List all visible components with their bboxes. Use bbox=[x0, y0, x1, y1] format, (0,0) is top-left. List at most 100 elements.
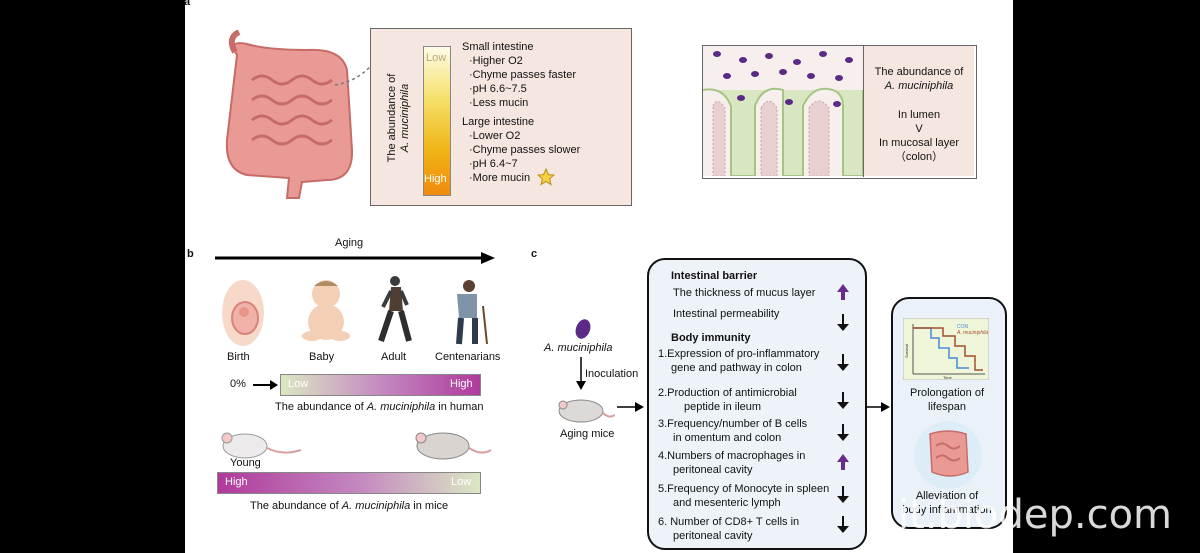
arrow-down-icon bbox=[837, 486, 849, 503]
mice-caption-part: The abundance of bbox=[250, 500, 342, 512]
gradient-axis-line1: The abundance of bbox=[386, 73, 398, 163]
effect-text: 4.Numbers of macrophages in bbox=[658, 450, 806, 462]
effect-text: The thickness of mucus layer bbox=[673, 287, 816, 299]
mice-caption-part: in mice bbox=[410, 500, 449, 512]
gradient-axis-label: The abundance of A. muciniphila bbox=[386, 48, 412, 188]
effect-text: Intestinal permeability bbox=[673, 308, 780, 320]
mucosa-text: In lumen bbox=[897, 109, 941, 121]
aging-mouse-icon bbox=[558, 399, 615, 423]
human-caption-part: The abundance of bbox=[275, 401, 367, 413]
mucosa-text: A. muciniphila bbox=[884, 80, 954, 92]
chart-ylabel: Survival bbox=[904, 344, 909, 358]
pregnant-figure-icon bbox=[222, 280, 264, 346]
large-item: ·More mucin bbox=[469, 172, 531, 184]
adult-walking-icon bbox=[378, 276, 412, 342]
effect-text: peritoneal cavity bbox=[673, 530, 753, 542]
large-item: ·Chyme passes slower bbox=[469, 144, 581, 156]
mice-caption-species: A. muciniphila bbox=[341, 500, 411, 512]
human-caption: The abundance of A. muciniphila in human bbox=[275, 401, 484, 414]
stage-label: Baby bbox=[309, 351, 335, 363]
human-high: High bbox=[450, 378, 473, 390]
abundance-gradient-bar bbox=[423, 46, 451, 196]
mucosa-text-bg bbox=[864, 46, 974, 176]
mucosa-text: The abundance of bbox=[874, 66, 964, 78]
zero-arrow bbox=[253, 380, 278, 390]
large-intestine-title: Large intestine bbox=[462, 116, 535, 128]
survival-chart: CON A. muciniphila Time Survival bbox=[903, 318, 989, 380]
human-low: Low bbox=[288, 378, 309, 390]
outcome-text: Prolongation of bbox=[910, 387, 984, 399]
villi-illustration bbox=[703, 46, 863, 176]
to-outcomes-arrow bbox=[865, 402, 890, 412]
outcome-text: body inflammation bbox=[902, 504, 992, 516]
chart-xlabel: Time bbox=[943, 375, 953, 380]
mucosa-divider bbox=[863, 45, 864, 177]
large-item: ·pH 6.4~7 bbox=[469, 158, 518, 170]
aged-mouse-icon bbox=[415, 432, 492, 460]
aging-mice-label: Aging mice bbox=[560, 428, 615, 440]
chart-legend-akk: A. muciniphila bbox=[956, 330, 988, 336]
outcome-text: lifespan bbox=[928, 401, 966, 413]
mice-abundance-bar bbox=[217, 472, 481, 494]
effect-text: 1.Expression of pro-inflammatory bbox=[658, 348, 820, 360]
akk-label: A. muciniphila bbox=[544, 342, 613, 354]
arrow-down-icon bbox=[837, 314, 849, 331]
gut-inflammation-icon bbox=[914, 421, 982, 489]
figure-canvas: a The abundance of A. muciniphila Low Hi… bbox=[185, 0, 1013, 553]
effect-text: 2.Production of antimicrobial bbox=[658, 387, 797, 399]
panel-label-a: a bbox=[185, 0, 191, 8]
zero-percent: 0% bbox=[230, 378, 246, 390]
human-caption-part: in human bbox=[435, 401, 484, 413]
gradient-high: High bbox=[424, 173, 447, 185]
small-intestine-title: Small intestine bbox=[462, 41, 534, 53]
gradient-axis-line2: A. muciniphila bbox=[399, 83, 411, 153]
stage-label: Centenarians bbox=[435, 351, 501, 363]
small-item: ·Less mucin bbox=[469, 97, 529, 109]
human-caption-species: A. muciniphila bbox=[366, 401, 436, 413]
arrow-up-icon bbox=[837, 454, 849, 470]
stage-label: Birth bbox=[227, 351, 250, 363]
effect-text: 5.Frequency of Monocyte in spleen bbox=[658, 483, 830, 495]
arrow-down-icon bbox=[837, 424, 849, 441]
connector-dash bbox=[335, 65, 372, 86]
gradient-low: Low bbox=[426, 52, 447, 64]
young-label: Young bbox=[230, 457, 261, 469]
mice-high: High bbox=[225, 476, 248, 488]
star-icon bbox=[537, 168, 555, 186]
bacterium-icon bbox=[575, 319, 591, 339]
arrow-down-icon bbox=[837, 354, 849, 371]
intestine-icon bbox=[225, 30, 354, 199]
effect-text: 3.Frequency/number of B cells bbox=[658, 418, 808, 430]
inoculation-label: Inoculation bbox=[585, 368, 639, 380]
centenarian-icon bbox=[456, 280, 488, 345]
stage-label: Adult bbox=[381, 351, 407, 363]
effect-text: peritoneal cavity bbox=[673, 464, 753, 476]
effect-text: in omentum and colon bbox=[673, 432, 782, 444]
aging-arrow bbox=[215, 252, 495, 264]
aging-label: Aging bbox=[335, 237, 364, 249]
arrow-down-icon bbox=[837, 392, 849, 409]
conditions-box bbox=[370, 28, 632, 206]
to-effects-arrow bbox=[617, 402, 644, 412]
effect-text: peptide in ileum bbox=[684, 401, 762, 413]
panel-label-c: c bbox=[531, 248, 538, 260]
panel-label-b: b bbox=[187, 248, 194, 260]
young-mouse-icon bbox=[221, 432, 302, 459]
mucosa-text: （colon） bbox=[894, 151, 944, 163]
baby-icon bbox=[302, 280, 350, 341]
large-item: ·Lower O2 bbox=[469, 130, 521, 142]
effects-box bbox=[647, 258, 867, 550]
mucosa-text: In mucosal layer bbox=[878, 137, 960, 149]
watermark-text: it.biodep.com bbox=[898, 492, 1173, 538]
immunity-title: Body immunity bbox=[671, 332, 751, 344]
arrow-up-icon bbox=[837, 284, 849, 300]
effect-text: gene and pathway in colon bbox=[671, 362, 802, 374]
human-abundance-bar bbox=[280, 374, 481, 396]
small-item: ·pH 6.6~7.5 bbox=[469, 83, 527, 95]
mucosa-text: V bbox=[915, 123, 923, 135]
effect-text: 6. Number of CD8+ T cells in bbox=[658, 516, 800, 528]
barrier-title: Intestinal barrier bbox=[671, 270, 758, 282]
mice-caption: The abundance of A. muciniphila in mice bbox=[250, 500, 448, 513]
small-item: ·Higher O2 bbox=[469, 55, 523, 67]
small-item: ·Chyme passes faster bbox=[469, 69, 576, 81]
